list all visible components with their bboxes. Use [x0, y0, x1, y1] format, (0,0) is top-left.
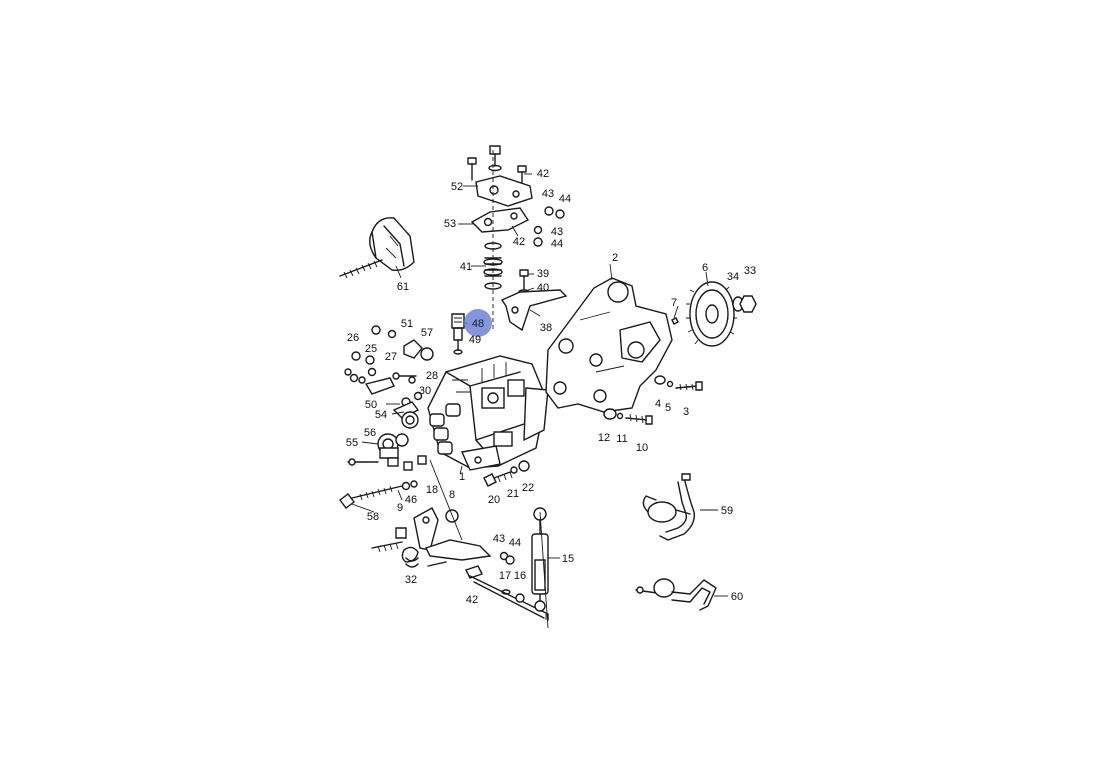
callout-21: 21 — [507, 488, 519, 500]
callout-6: 6 — [702, 262, 708, 274]
callout-43a: 43 — [542, 188, 554, 200]
callout-41: 41 — [460, 261, 472, 273]
callout-33: 33 — [744, 265, 756, 277]
small-parts-left[interactable] — [344, 325, 434, 471]
callout-43b: 43 — [551, 226, 563, 238]
callout-40: 40 — [537, 282, 549, 294]
callout-17: 17 — [499, 570, 511, 582]
lever-part-38[interactable] — [500, 289, 568, 332]
callout-51: 51 — [401, 318, 413, 330]
callout-10: 10 — [636, 442, 648, 454]
sprocket-part-6[interactable] — [671, 281, 757, 347]
callout-42a: 42 — [537, 168, 549, 180]
lever-part-9-18[interactable] — [371, 507, 515, 568]
callout-50: 50 — [365, 399, 377, 411]
callout-53: 53 — [444, 218, 456, 230]
mounting-bracket-part-2[interactable] — [545, 277, 673, 413]
damper-part-15[interactable] — [531, 507, 549, 612]
callout-59: 59 — [721, 505, 733, 517]
callout-12: 12 — [598, 432, 610, 444]
callout-1: 1 — [459, 471, 465, 483]
callout-2: 2 — [612, 252, 618, 264]
callout-18: 18 — [426, 484, 438, 496]
callout-55: 55 — [346, 437, 358, 449]
callout-15: 15 — [562, 553, 574, 565]
callout-48-highlighted[interactable]: 48 — [472, 318, 484, 330]
callout-61: 61 — [397, 281, 409, 293]
callout-27: 27 — [385, 351, 397, 363]
callout-28: 28 — [426, 370, 438, 382]
bracket-part-16-17[interactable] — [465, 565, 549, 621]
callout-60: 60 — [731, 591, 743, 603]
highlight-marker[interactable] — [464, 309, 492, 337]
callout-5: 5 — [665, 402, 671, 414]
callout-39: 39 — [537, 268, 549, 280]
leader-lines — [351, 173, 728, 597]
callout-9: 9 — [397, 502, 403, 514]
callout-25: 25 — [365, 343, 377, 355]
callout-49: 49 — [469, 334, 481, 346]
callout-7: 7 — [671, 297, 677, 309]
callout-46: 46 — [405, 494, 417, 506]
callout-42b: 42 — [513, 236, 525, 248]
callout-57: 57 — [421, 327, 433, 339]
callout-26: 26 — [347, 332, 359, 344]
callout-11: 11 — [616, 433, 627, 445]
callout-43c: 43 — [493, 533, 505, 545]
pipe-part-60[interactable] — [635, 578, 717, 611]
callout-52: 52 — [451, 181, 463, 193]
callout-44a: 44 — [559, 193, 571, 205]
alignment-lines — [429, 150, 549, 629]
callout-8: 8 — [449, 489, 455, 501]
callout-42c: 42 — [466, 594, 478, 606]
callout-16: 16 — [514, 570, 526, 582]
callout-32: 32 — [405, 574, 417, 586]
callout-44c: 44 — [509, 537, 521, 549]
callout-22: 22 — [522, 482, 534, 494]
injection-pump-body-1[interactable] — [427, 355, 549, 471]
callout-3: 3 — [683, 406, 689, 418]
callout-34: 34 — [727, 271, 739, 283]
pipe-part-59[interactable] — [642, 473, 695, 541]
screw-part-20-21-22[interactable] — [483, 460, 530, 487]
callout-44b: 44 — [551, 238, 563, 250]
callout-labels: 1 2 3 4 5 6 7 8 9 10 11 12 15 16 17 18 2… — [346, 168, 756, 606]
callout-20: 20 — [488, 494, 500, 506]
valve-part-48[interactable] — [451, 313, 465, 355]
callout-58: 58 — [367, 511, 379, 523]
bracket-assembly-52-53[interactable] — [467, 145, 565, 295]
callout-30: 30 — [419, 385, 431, 397]
solenoid-part-61[interactable] — [339, 217, 415, 279]
screw-part-3-4-5[interactable] — [654, 375, 703, 391]
screw-part-58-46[interactable] — [339, 480, 418, 509]
callout-56: 56 — [364, 427, 376, 439]
callout-4: 4 — [655, 398, 661, 410]
callout-54: 54 — [375, 409, 387, 421]
screw-part-10-11-12[interactable] — [603, 408, 653, 425]
callout-38: 38 — [540, 322, 552, 334]
